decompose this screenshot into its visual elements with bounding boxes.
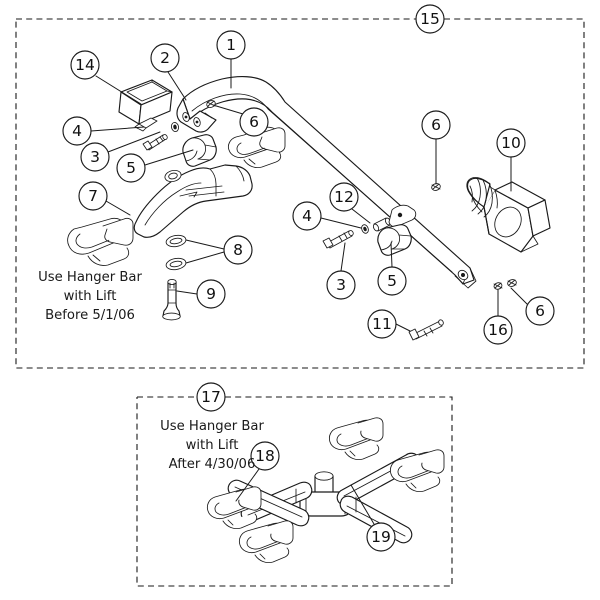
- note-before: Use Hanger Bar with Lift Before 5/1/06: [38, 270, 142, 323]
- part-16-lock-nut: [493, 282, 503, 290]
- part-8-o-ring-lower: [165, 257, 187, 271]
- callout-7-label: 7: [88, 187, 98, 205]
- part-10-bushing-boot-sleeve: [466, 176, 551, 253]
- part-7-hook-right: [227, 126, 286, 169]
- callout-16[interactable]: 16: [483, 315, 513, 345]
- callout-7[interactable]: 7: [78, 181, 108, 211]
- note-before-line-3: Before 5/1/06: [45, 308, 135, 323]
- part-4-washer-top: [171, 122, 179, 132]
- callout-5-top[interactable]: 5: [116, 153, 146, 183]
- part-3-bolt-top: [142, 134, 168, 151]
- part-14-pad-block: [118, 79, 173, 132]
- part-3-bolt-mid: [322, 230, 354, 249]
- callout-12-label: 12: [334, 188, 354, 206]
- part-1-main-arm-bar: [182, 76, 477, 289]
- callout-15[interactable]: 15: [415, 4, 445, 34]
- part-6-nut-mid: [431, 183, 441, 191]
- note-after-line-1: Use Hanger Bar: [160, 419, 264, 434]
- part-5-saddle-clamp-mid: [377, 224, 412, 256]
- callout-4-top-label: 4: [72, 122, 82, 140]
- callout-16-label: 16: [488, 321, 508, 339]
- callout-3-top-label: 3: [90, 148, 100, 166]
- part-7-hook-left: [67, 217, 134, 266]
- callout-8-label: 8: [233, 241, 243, 259]
- part-11-screw: [408, 319, 444, 341]
- callout-1-label: 1: [226, 36, 236, 54]
- callout-6-bottom-label: 6: [535, 302, 545, 320]
- callout-9[interactable]: 9: [196, 279, 226, 309]
- callout-3-top[interactable]: 3: [80, 142, 110, 172]
- callout-5-top-label: 5: [126, 159, 136, 177]
- callout-2-label: 2: [160, 49, 170, 67]
- part-9-stepped-pin: [162, 278, 181, 321]
- callout-6-mid[interactable]: 6: [421, 110, 451, 140]
- part-2-arm-bracket-end: [176, 98, 217, 133]
- callout-19-label: 19: [371, 528, 391, 546]
- callout-8[interactable]: 8: [223, 235, 253, 265]
- callout-11[interactable]: 11: [367, 309, 397, 339]
- callout-4-top[interactable]: 4: [62, 116, 92, 146]
- callout-6-top-label: 6: [249, 113, 259, 131]
- group-before-box: [15, 18, 585, 369]
- note-after-line-2: with Lift: [186, 438, 239, 453]
- part-7-lower-support-arm: [133, 164, 253, 238]
- callout-12[interactable]: 12: [329, 182, 359, 212]
- part-5-saddle-clamp-top: [182, 134, 217, 167]
- callout-2[interactable]: 2: [150, 43, 180, 73]
- part-18-hanger-hook-lower-right: [389, 449, 445, 493]
- callout-4-mid-label: 4: [302, 207, 312, 225]
- part-18-hanger-hook-upper-left: [206, 486, 262, 530]
- callout-9-label: 9: [206, 285, 216, 303]
- note-after-line-3: After 4/30/06: [169, 457, 256, 472]
- callout-5-mid-label: 5: [387, 272, 397, 290]
- callout-6-mid-label: 6: [431, 116, 441, 134]
- callout-1[interactable]: 1: [216, 30, 246, 60]
- callout-18[interactable]: 18: [250, 441, 280, 471]
- callout-6-bottom[interactable]: 6: [525, 296, 555, 326]
- callout-10-label: 10: [501, 134, 521, 152]
- bar-tab-bracket: [388, 204, 417, 228]
- callout-14-label: 14: [75, 56, 95, 74]
- callout-3-mid[interactable]: 3: [326, 270, 356, 300]
- callout-6-top[interactable]: 6: [239, 107, 269, 137]
- note-before-line-2: with Lift: [64, 289, 117, 304]
- leader-lines: [90, 58, 529, 525]
- part-8-o-ring-upper: [165, 234, 187, 248]
- callout-19[interactable]: 19: [366, 522, 396, 552]
- callout-5-mid[interactable]: 5: [377, 266, 407, 296]
- callout-17[interactable]: 17: [196, 382, 226, 412]
- note-after: Use Hanger Bar with Lift After 4/30/06: [160, 419, 264, 472]
- note-before-line-1: Use Hanger Bar: [38, 270, 142, 285]
- callout-10[interactable]: 10: [496, 128, 526, 158]
- part-12-spacer-sleeve: [372, 217, 392, 232]
- callout-4-mid[interactable]: 4: [292, 201, 322, 231]
- callout-14[interactable]: 14: [70, 50, 100, 80]
- part-4-washer-mid: [361, 224, 369, 234]
- callout-11-label: 11: [372, 315, 392, 333]
- callout-18-label: 18: [255, 447, 275, 465]
- part-18-hanger-hook-lower-left: [238, 520, 294, 564]
- callout-3-mid-label: 3: [336, 276, 346, 294]
- callout-bubbles: 14 2 1 4 3 5 6 7: [62, 4, 555, 552]
- callout-15-label: 15: [420, 10, 440, 28]
- part-18-hanger-hook-upper-right: [328, 417, 384, 461]
- callout-17-label: 17: [201, 388, 221, 406]
- part-6-nut-bottom: [507, 279, 517, 287]
